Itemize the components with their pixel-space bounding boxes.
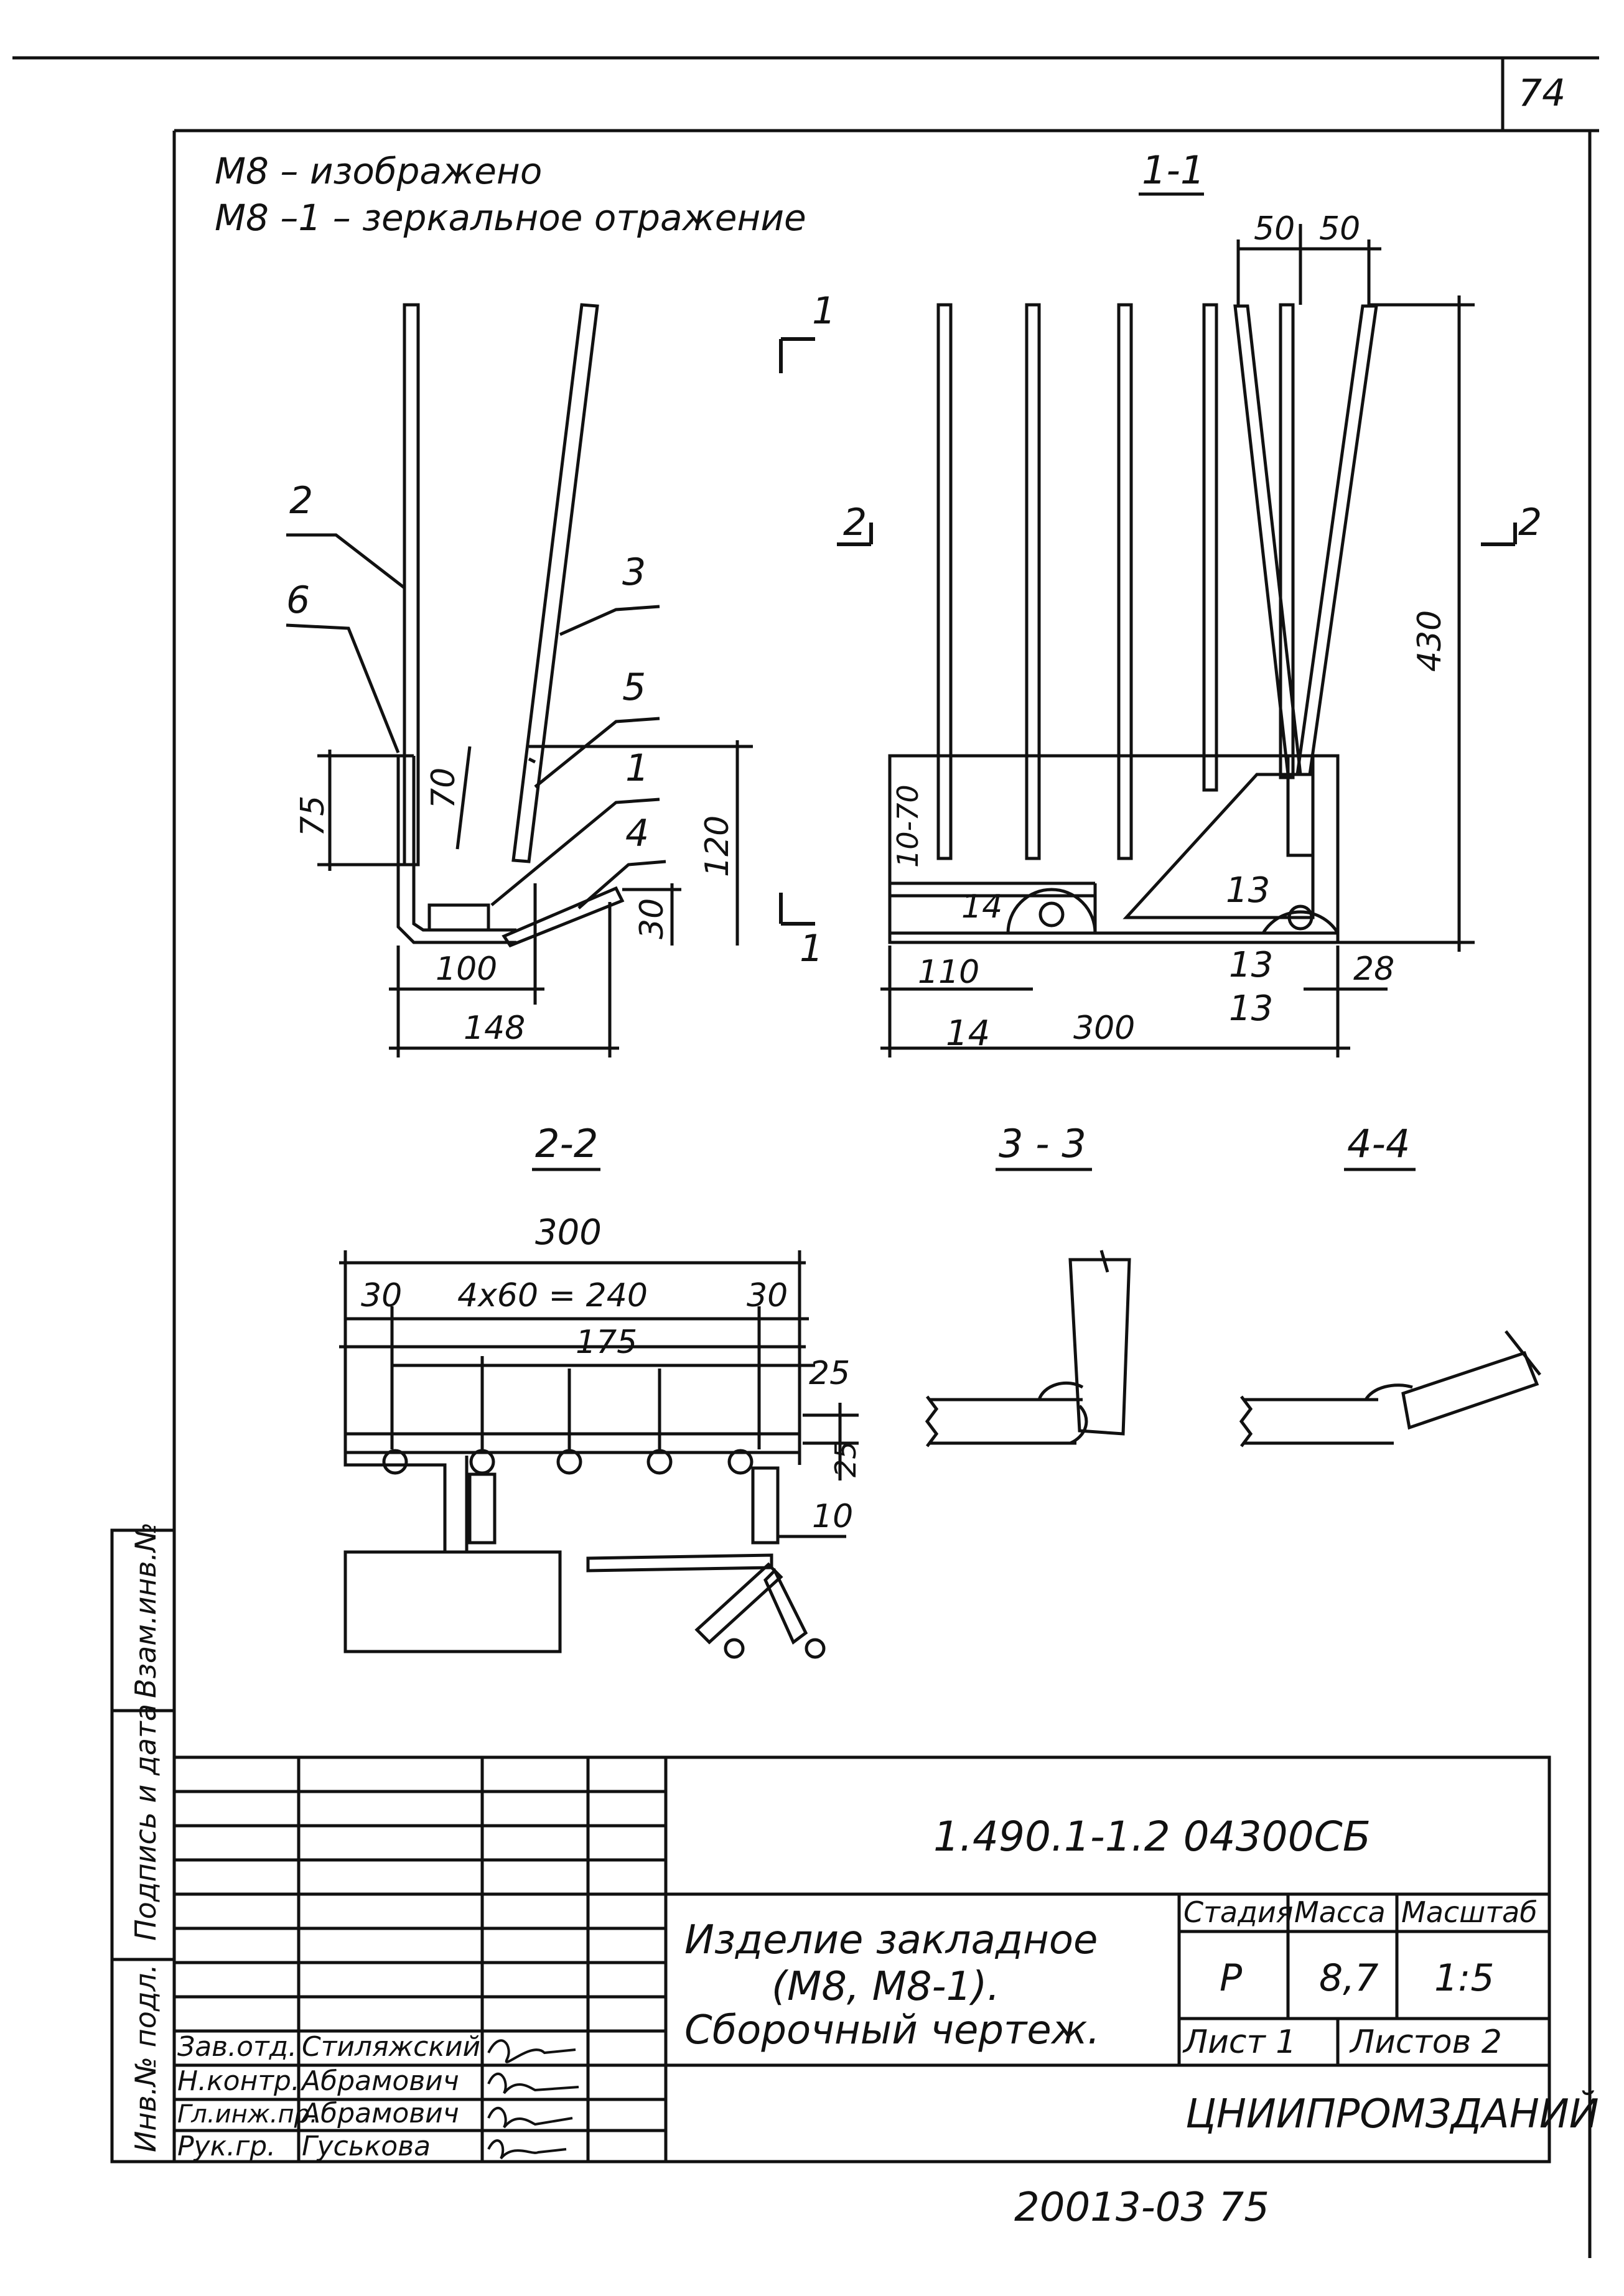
- dim-25-a: 25: [809, 1355, 850, 1392]
- note-line-2: M8 –1 – зеркальное отражение: [215, 197, 806, 239]
- plan-view: [339, 1250, 859, 1659]
- dim-148: 148: [464, 1010, 525, 1047]
- pos-6: 6: [286, 579, 310, 622]
- note-line-1: M8 – изображено: [215, 150, 542, 192]
- section-1-1-label: 1-1: [1142, 147, 1205, 193]
- signature-marks: [487, 2039, 579, 2160]
- pos-2: 2: [289, 479, 313, 523]
- pos-13-a: 13: [1226, 870, 1270, 911]
- dim-175: 175: [576, 1324, 637, 1361]
- dim-100: 100: [436, 950, 497, 988]
- organization: ЦНИИПРОМЗДАНИЙ: [1185, 2090, 1599, 2137]
- pos-3: 3: [622, 551, 646, 594]
- pos-14-b: 14: [946, 1013, 990, 1054]
- stage-value: Р: [1220, 1956, 1243, 2000]
- archive-number: 20013-03 75: [1014, 2185, 1269, 2231]
- signer-name-1: Стиляжский: [302, 2031, 480, 2063]
- dim-4x60: 4x60 = 240: [457, 1277, 648, 1314]
- col-mass-label: Масса: [1294, 1895, 1386, 1929]
- cut-2-right: 2: [1518, 501, 1542, 544]
- front-view: [880, 224, 1475, 1057]
- sheets-value: Листов 2: [1349, 2024, 1502, 2061]
- title-block: [172, 1755, 1551, 2164]
- cut-marker-2: [837, 523, 1517, 546]
- detail-3-3: [925, 1250, 1131, 1448]
- section-2-2-label: 2-2: [535, 1121, 598, 1166]
- cut-marker-1: [779, 337, 815, 926]
- side-label-sign: Подпись и дата: [129, 1704, 162, 1941]
- col-stage-label: Стадия: [1183, 1895, 1293, 1929]
- dim-430: 430: [1411, 610, 1449, 672]
- dim-75: 75: [294, 796, 332, 837]
- side-label-replace: Взам.инв.№: [129, 1522, 162, 1698]
- pos-14-a: 14: [961, 888, 1002, 926]
- dim-25-b: 25: [829, 1441, 862, 1477]
- dim-300-a: 300: [1073, 1010, 1135, 1047]
- dim-10-70: 10-70: [891, 784, 925, 868]
- pos-4: 4: [625, 812, 649, 855]
- dim-110: 110: [918, 954, 979, 991]
- scale-value: 1:5: [1434, 1956, 1495, 2000]
- section-3-3-label: 3 - 3: [999, 1121, 1086, 1166]
- section-4-4-label: 4-4: [1347, 1121, 1410, 1166]
- pos-5: 5: [622, 666, 646, 709]
- side-label-inv: Инв.№ подл.: [129, 1964, 162, 2152]
- signer-role-3: Гл.инж.пр.: [177, 2100, 318, 2129]
- signer-name-4: Гуськова: [302, 2131, 431, 2162]
- signer-name-3: Абрамович: [300, 2098, 459, 2129]
- side-view: [286, 303, 753, 1057]
- dim-50-a: 50: [1254, 210, 1295, 248]
- dim-70: 70: [425, 768, 462, 809]
- sheet-value: Лист 1: [1182, 2024, 1296, 2061]
- title-line-2: (М8, М8-1).: [772, 1964, 1000, 2010]
- signer-role-1: Зав.отд.: [177, 2031, 297, 2063]
- pos-1: 1: [625, 746, 649, 790]
- doc-code: 1.490.1-1.2 04300СБ: [933, 1813, 1371, 1861]
- cut-1-top: 1: [812, 289, 836, 333]
- title-line-1: Изделие закладное: [684, 1917, 1098, 1963]
- dim-30-left: 30: [633, 898, 671, 939]
- signer-name-2: Абрамович: [300, 2065, 459, 2097]
- dim-28: 28: [1353, 950, 1394, 988]
- dim-50-b: 50: [1319, 210, 1360, 248]
- pos-13-c: 13: [1229, 988, 1273, 1029]
- page-number: 74: [1518, 72, 1566, 115]
- dim-10: 10: [812, 1498, 853, 1535]
- detail-4-4: [1239, 1330, 1541, 1448]
- cut-1-bottom: 1: [800, 927, 823, 970]
- dim-300-b: 300: [535, 1212, 602, 1253]
- signer-role-4: Рук.гр.: [177, 2131, 276, 2162]
- signer-role-2: Н.контр.: [177, 2065, 300, 2097]
- cut-2-left: 2: [843, 501, 867, 544]
- title-line-3: Сборочный чертеж.: [684, 2007, 1100, 2053]
- dim-30-b: 30: [747, 1277, 788, 1314]
- dim-120: 120: [699, 816, 736, 877]
- dim-30-a: 30: [361, 1277, 402, 1314]
- pos-13-b: 13: [1229, 945, 1273, 985]
- mass-value: 8,7: [1319, 1956, 1378, 2000]
- col-scale-label: Масштаб: [1401, 1895, 1538, 1929]
